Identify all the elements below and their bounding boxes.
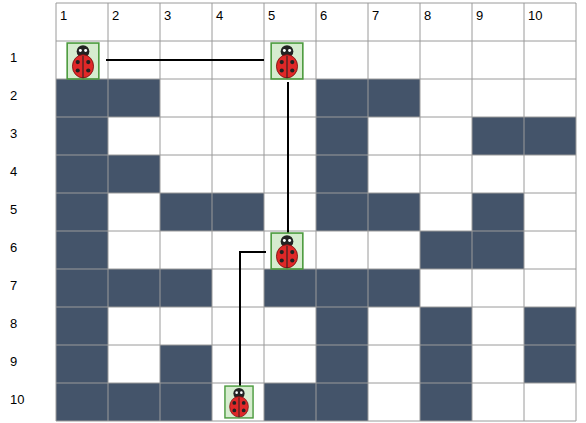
row-number: 7 <box>10 279 17 292</box>
row-number: 1 <box>10 51 17 64</box>
column-number: 3 <box>164 9 171 22</box>
row-number: 9 <box>10 355 17 368</box>
row-number: 4 <box>10 165 17 178</box>
column-number: 2 <box>112 9 119 22</box>
column-number: 5 <box>268 9 275 22</box>
column-number: 7 <box>372 9 379 22</box>
grid-lines <box>56 3 576 421</box>
column-number: 6 <box>320 9 327 22</box>
row-number: 6 <box>10 241 17 254</box>
column-number: 1 <box>60 9 67 22</box>
row-number: 5 <box>10 203 17 216</box>
column-number: 4 <box>216 9 223 22</box>
row-number: 3 <box>10 127 17 140</box>
row-number: 10 <box>10 393 24 406</box>
path-lines <box>106 60 288 388</box>
column-number: 9 <box>476 9 483 22</box>
row-number: 8 <box>10 317 17 330</box>
column-number: 10 <box>528 9 542 22</box>
column-number: 8 <box>424 9 431 22</box>
ladybug-icons <box>67 43 303 418</box>
row-number: 2 <box>10 89 17 102</box>
